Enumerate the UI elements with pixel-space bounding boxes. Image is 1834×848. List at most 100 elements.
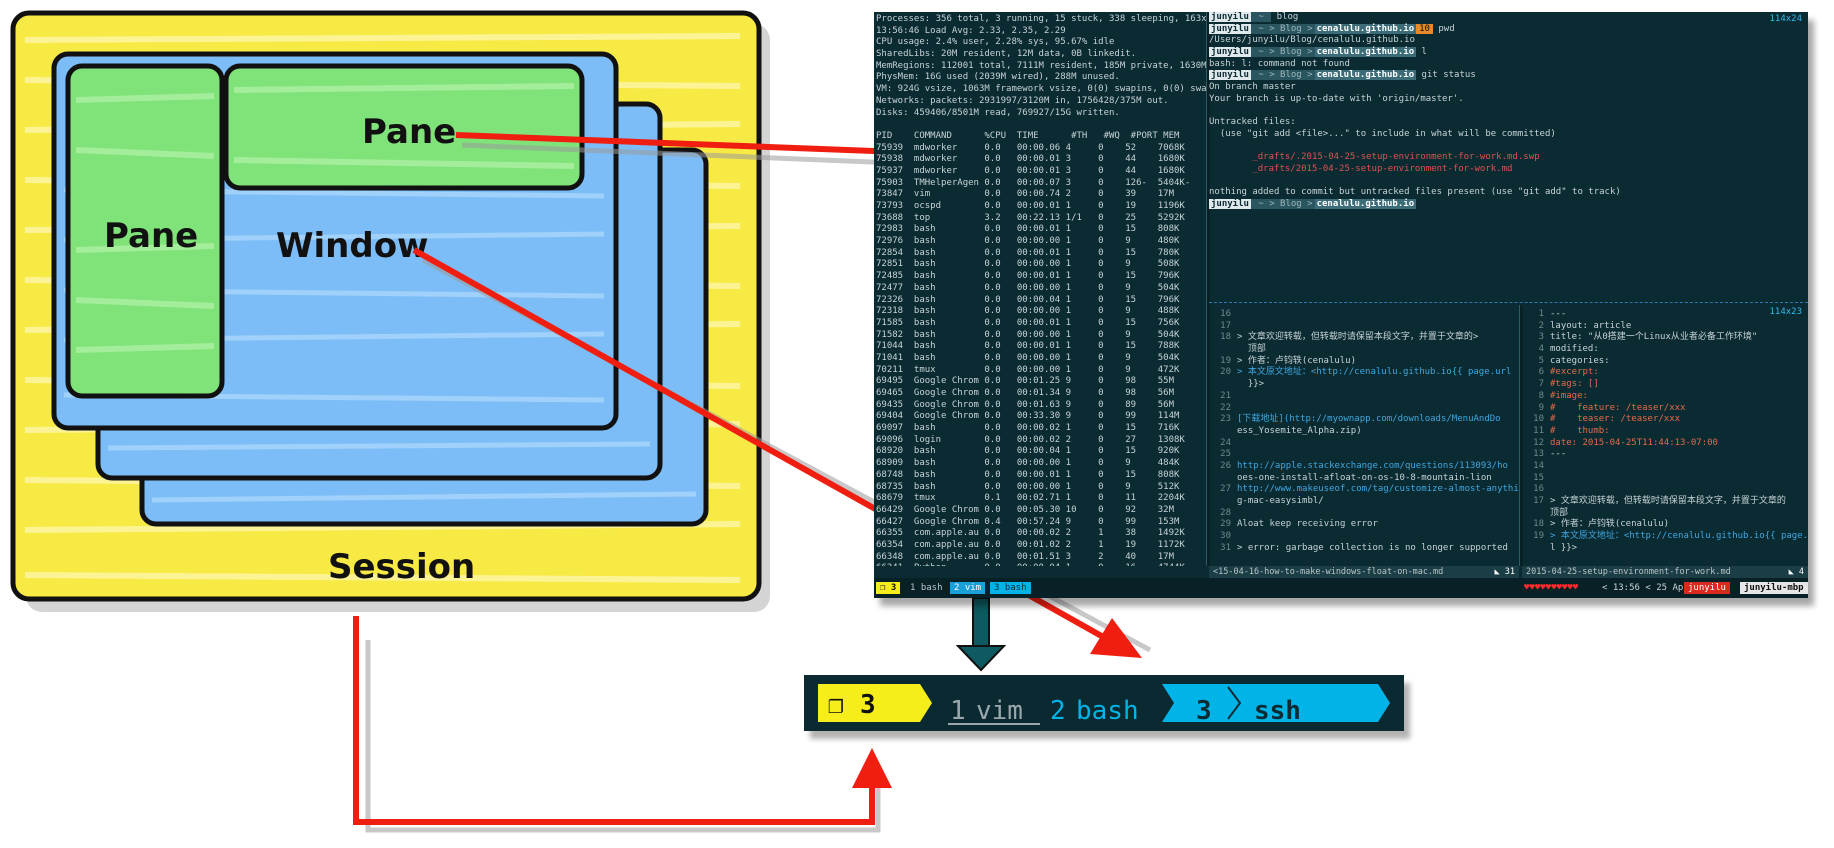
process-row: 69404 Google Chrom 0.0 00:33.30 9 0 99 1… [876, 411, 1180, 422]
process-row: 68679 tmux 0.1 00:02.71 1 0 11 2204K [876, 493, 1185, 504]
line-text: --- [1550, 309, 1567, 319]
vim-line: l }}> [1522, 543, 1808, 555]
line-text: oes-one-install-afloat-on-os-10-8-mounta… [1237, 472, 1492, 483]
top-header-line: Processes: 356 total, 3 running, 15 stuc… [876, 14, 1206, 24]
line-text: ess_Yosemite_Alpha.zip) [1237, 425, 1362, 436]
line-number: 22 [1220, 402, 1231, 413]
line-text: categories: [1550, 355, 1610, 366]
zoomed-status-graphic: ❐ 3 1 vim 2 bash 3 ssh [818, 684, 1390, 726]
pane-size: 114x23 [1769, 307, 1802, 317]
vim-line: 22 [1209, 403, 1519, 415]
process-row: 66348 com.apple.au 0.0 00:01.51 3 2 40 1… [876, 551, 1175, 562]
line-text: > 作者：卢钧轶(cenalulu) [1550, 519, 1670, 530]
pane-divider [1206, 12, 1210, 566]
process-row: 75903 TMHelperAgen 0.0 00:00.07 3 0 126-… [876, 177, 1191, 188]
window-2-number[interactable]: 2 [1050, 696, 1066, 726]
line-number: 15 [1533, 472, 1544, 483]
line-number: 8 [1538, 390, 1544, 401]
line-number: 31 [1220, 542, 1231, 553]
line-text: > error: garbage collection is no longer… [1237, 542, 1508, 553]
line-number: 18 [1220, 332, 1231, 343]
window-3-number[interactable]: 3 [1196, 696, 1212, 726]
process-row: 73847 vim 0.0 00:00.74 2 0 39 17M [876, 189, 1175, 200]
vim-line: 顶部 [1209, 344, 1519, 356]
line-number: 30 [1220, 531, 1231, 542]
line-text: modified: [1550, 344, 1599, 355]
line-text: date: 2015-04-25T11:44:13-07:00 [1550, 437, 1718, 448]
exit-badge: 10 [1416, 23, 1433, 34]
line-number: 10 [1533, 414, 1544, 425]
vim-line: 28 [1209, 508, 1519, 520]
window-tab-2[interactable]: 2 vim [950, 582, 986, 594]
line-text: Aloat keep receiving error [1237, 519, 1378, 530]
git-output-line: (use "git add <file>..." to include in w… [1209, 128, 1556, 139]
vim-line: 23[下载地址](http://myownapp.com/downloads/M… [1209, 414, 1519, 426]
vim-line: 17> 文章欢迎转载，但转载时请保留本段文字，并置于文章的 [1522, 496, 1808, 508]
line-number: 2 [1538, 320, 1544, 331]
vim-line: }}> [1209, 379, 1519, 391]
label-pane-top: Pane [362, 112, 456, 152]
vim-line: 13--- [1522, 449, 1808, 461]
line-text: --- [1550, 449, 1567, 460]
line-number: 28 [1220, 507, 1231, 518]
window-tab-1[interactable]: 1 bash [910, 583, 943, 593]
window-3-name[interactable]: ssh [1254, 696, 1301, 726]
vim-line: 9 # feature: /teaser/xxx [1522, 403, 1808, 415]
git-shell-pane[interactable]: 114x24 junyilu ~ blog junyilu ~ > Blog >… [1209, 12, 1808, 302]
zoom-arrow [955, 597, 1007, 672]
line-text: #excerpt: [1550, 367, 1599, 378]
line-number: 19 [1220, 355, 1231, 366]
top-header-line: Disks: 459406/8501M read, 769927/15G wri… [876, 107, 1120, 118]
prompt-line: junyilu ~ blog [1209, 12, 1299, 22]
line-text: #image: [1550, 390, 1588, 401]
line-text: # feature: /teaser/xxx [1550, 402, 1686, 413]
pane-left-box [65, 63, 225, 399]
process-row: 66427 Google Chrom 0.4 00:57.24 9 0 99 1… [876, 516, 1180, 527]
process-row: 72318 bash 0.0 00:00.00 1 0 9 488K [876, 306, 1180, 317]
process-row: 71582 bash 0.0 00:00.00 1 0 9 504K [876, 329, 1180, 340]
process-row: 75939 mdworker 0.0 00:00.06 4 0 52 7068K [876, 142, 1185, 153]
process-row: 71044 bash 0.0 00:00.01 1 0 15 788K [876, 341, 1180, 352]
vim-left-status: <15-04-16-how-to-make-windows-float-on-m… [1209, 566, 1519, 578]
window-1-name[interactable]: vim [976, 696, 1023, 726]
pane-divider [1209, 302, 1808, 305]
process-row: 72477 bash 0.0 00:00.00 1 0 9 504K [876, 282, 1180, 293]
top-header: Processes: 356 total, 3 running, 15 stuc… [876, 14, 1206, 119]
tmux-terminal-screenshot: Processes: 356 total, 3 running, 15 stuc… [874, 12, 1808, 598]
vim-line: 18> 文章欢迎转载，但转载时请保留本段文字，并置于文章的> [1209, 332, 1519, 344]
window-2-name[interactable]: bash [1076, 696, 1139, 726]
window-1-number[interactable]: 1 [950, 696, 966, 726]
line-number: 21 [1220, 390, 1231, 401]
line-text: > 本文原文地址：<http://cenalulu.github.io{{ pa… [1237, 367, 1512, 378]
line-number: 19 [1533, 531, 1544, 542]
vim-line: 14 [1522, 461, 1808, 473]
git-tail: nothing added to commit but untracked fi… [1209, 187, 1621, 198]
line-text: l }}> [1550, 542, 1578, 553]
top-columns: PID COMMAND %CPU TIME #TH #WQ #PORT MEM [876, 130, 1180, 141]
process-row: 69096 login 0.0 00:00.02 2 0 27 1308K [876, 434, 1185, 445]
untracked-file: _drafts/.2015-04-25-setup-environment-fo… [1209, 152, 1540, 163]
untracked-files: _drafts/.2015-04-25-setup-environment-fo… [1209, 152, 1808, 175]
vim-line: 10# teaser: /teaser/xxx [1522, 414, 1808, 426]
line-number: 20 [1220, 367, 1231, 378]
label-window: Window [276, 226, 428, 266]
session-number[interactable]: 3 [860, 690, 876, 720]
vim-line: 16 [1209, 309, 1519, 321]
line-number: 9 [1538, 402, 1544, 413]
window-tab-3[interactable]: 3 bash [990, 582, 1031, 594]
top-header-line: 13:56:46 Load Avg: 2.33, 2.35, 2.29 [876, 25, 1066, 36]
session-indicator[interactable]: ❐ 3 [876, 582, 901, 594]
process-row: 70211 tmux 0.0 00:00.00 1 0 9 472K [876, 364, 1180, 375]
host-segment: junyilu-mbp [1740, 582, 1808, 594]
vim-line: ess_Yosemite_Alpha.zip) [1209, 426, 1519, 438]
top-header-line: MemRegions: 112001 total, 7111M resident… [876, 60, 1206, 71]
top-header-line: SharedLibs: 20M resident, 12M data, 0B l… [876, 49, 1137, 60]
process-row: 66429 Google Chrom 0.0 00:05.30 10 0 92 … [876, 504, 1175, 515]
line-number: 3 [1538, 332, 1544, 343]
process-row: 69435 Google Chrom 0.0 00:01.63 9 0 89 5… [876, 399, 1175, 410]
